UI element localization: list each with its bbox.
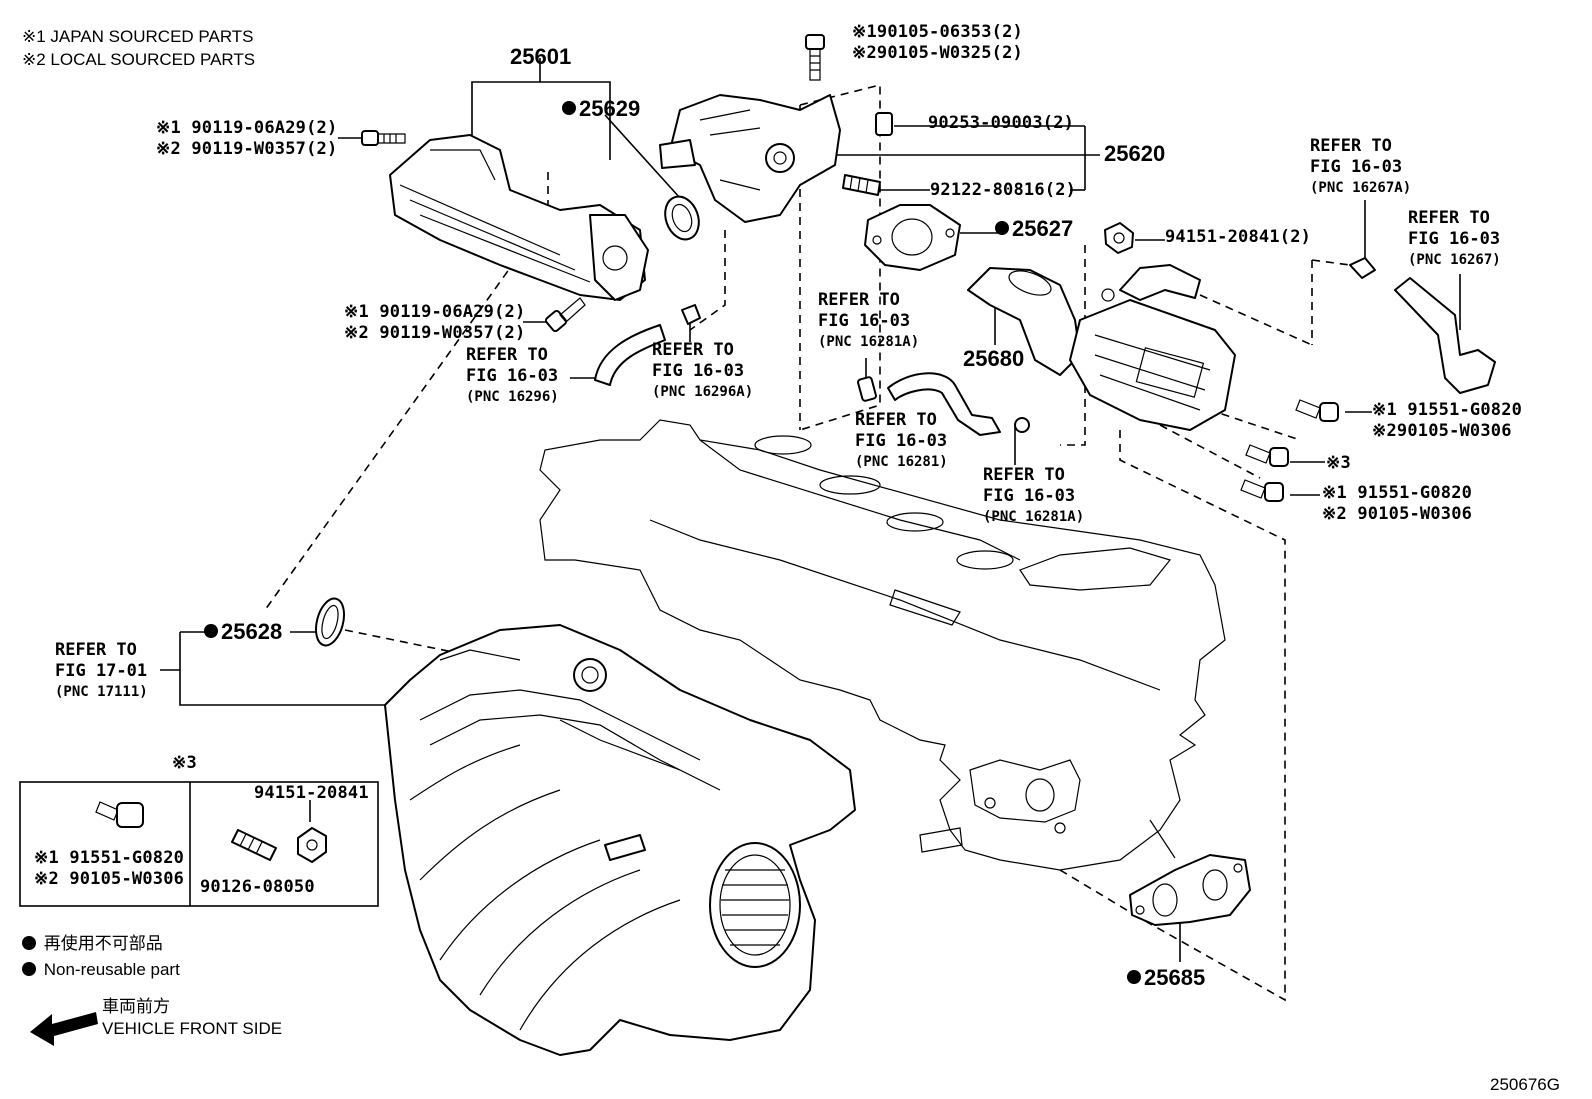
- clamp-16267a: [1349, 257, 1376, 279]
- legend-japan-sourced: ※1 JAPAN SOURCED PARTS: [22, 27, 254, 46]
- part-number-bolt-a-japan: ※1 90119-06A29(2): [156, 118, 338, 138]
- part-number-stud: 92122-80816(2): [930, 180, 1077, 200]
- part-number-bolt-local: ※290105-W0325(2): [852, 43, 1023, 63]
- hose-16281: [887, 372, 1001, 436]
- part-label-25685: 25685: [1127, 967, 1205, 989]
- legend-nonreusable-en: Non-reusable part: [22, 961, 180, 978]
- part-number-pin: 90253-09003(2): [928, 113, 1075, 133]
- legend-nonreusable-jp: 再使用不可部品: [22, 935, 163, 952]
- inset-bolt-japan: ※1 91551-G0820: [34, 848, 185, 868]
- gasket-25685: [1129, 854, 1251, 926]
- inset-bolt-local: ※2 90105-W0306: [34, 869, 185, 889]
- legend-front-en: VEHICLE FRONT SIDE: [102, 1019, 283, 1038]
- part-label-25620: 25620: [1104, 141, 1166, 166]
- stud-icon: [231, 829, 277, 861]
- intake-manifold: [384, 624, 856, 1056]
- part-number-bolt-b-japan: ※1 90119-06A29(2): [344, 302, 526, 322]
- part-number-egr-bolt-mark3: ※3: [1326, 453, 1351, 473]
- intake-bracket-25601: [389, 134, 649, 301]
- nonreusable-dot-icon: [562, 101, 576, 116]
- part-number-egr-bolt1-japan: ※1 91551-G0820: [1372, 400, 1523, 420]
- nonreusable-dot-icon: [995, 221, 1009, 236]
- stud-icon: [842, 174, 881, 196]
- gasket-25629: [664, 195, 700, 241]
- part-number-egr-bolt1-local: ※290105-W0306: [1372, 421, 1512, 441]
- part-label-25628: 25628: [204, 621, 282, 643]
- figure-id: 250676G: [1490, 1075, 1560, 1094]
- bolt-icon: [361, 130, 406, 146]
- inset-stud-number: 90126-08050: [200, 877, 315, 897]
- gasket-25627: [864, 204, 961, 271]
- part-number-nut: 94151-20841(2): [1165, 227, 1312, 247]
- part-number-egr-bolt2-japan: ※1 91551-G0820: [1322, 483, 1473, 503]
- arrow-left-icon: [30, 1012, 98, 1046]
- nut-icon: [1104, 222, 1134, 254]
- bolt-icon: [1240, 479, 1284, 502]
- legend-local-sourced: ※2 LOCAL SOURCED PARTS: [22, 50, 256, 69]
- part-number-egr-bolt2-local: ※2 90105-W0306: [1322, 504, 1473, 524]
- inset-nut-number: 94151-20841: [254, 783, 369, 803]
- bolt-icon: [1245, 444, 1289, 467]
- part-number-bolt-a-local: ※2 90119-W0357(2): [156, 139, 338, 159]
- nut-icon: [297, 827, 327, 863]
- egr-cooler: [1069, 264, 1236, 431]
- bolt-icon: [805, 34, 825, 81]
- pin-icon: [875, 112, 893, 136]
- clamp-16296a: [681, 304, 701, 325]
- part-number-bolt-b-local: ※2 90119-W0357(2): [344, 323, 526, 343]
- nonreusable-dot-icon: [22, 961, 36, 976]
- nonreusable-dot-icon: [1127, 970, 1141, 985]
- legend-front-jp: 車両前方: [102, 997, 170, 1016]
- bolt-icon: [544, 297, 586, 333]
- inset-box: [19, 781, 379, 907]
- gasket-25628: [314, 597, 346, 647]
- hose-16267: [1394, 277, 1496, 394]
- bolt-icon: [1295, 399, 1339, 422]
- clamp-16281a: [1014, 417, 1030, 433]
- engine-block: [539, 419, 1226, 871]
- bolt-icon: [95, 801, 144, 828]
- part-label-25601: 25601: [510, 44, 572, 69]
- part-label-25627: 25627: [995, 218, 1073, 240]
- nonreusable-dot-icon: [22, 935, 36, 950]
- part-number-bolt-japan: ※190105-06353(2): [852, 22, 1023, 42]
- hose-16296: [594, 324, 666, 386]
- egr-valve-25620: [659, 94, 841, 223]
- part-label-25629: 25629: [562, 98, 640, 120]
- inset-title: ※3: [172, 753, 197, 773]
- nonreusable-dot-icon: [204, 624, 218, 639]
- part-label-25680: 25680: [963, 346, 1025, 371]
- sensor-16281a: [857, 376, 877, 402]
